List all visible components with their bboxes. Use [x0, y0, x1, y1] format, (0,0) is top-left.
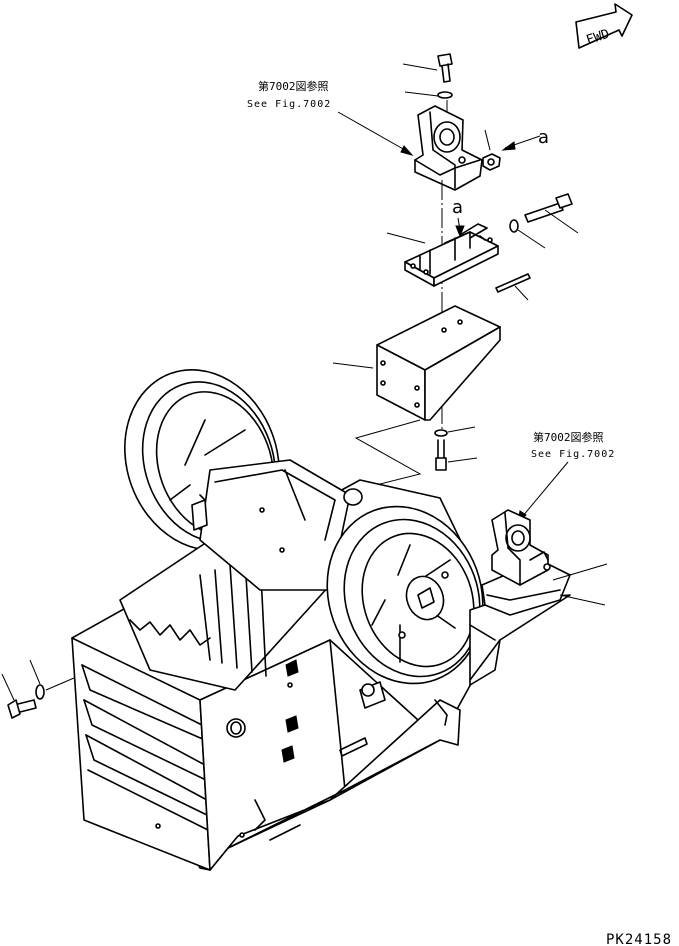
- reference-right-leader: [517, 461, 569, 525]
- crusher-body: [71, 369, 571, 871]
- side-washer: [509, 219, 546, 249]
- reference-top-leader: [337, 111, 414, 156]
- support-bracket: [332, 305, 501, 421]
- lower-callout-arrow: [455, 217, 465, 238]
- lower-washer: [434, 426, 476, 437]
- shim: [495, 273, 531, 301]
- nut: [482, 129, 541, 171]
- adjuster-plate: [386, 223, 499, 287]
- top-bolt: [402, 53, 453, 83]
- side-bolt: [524, 193, 579, 234]
- top-washer: [404, 91, 453, 99]
- fwd-arrow-icon: FWD: [575, 3, 633, 49]
- callout-a-lower: a: [452, 197, 463, 218]
- part-number: PK24158: [606, 932, 672, 946]
- left-washer: [29, 659, 45, 700]
- bearing-block-top: [414, 105, 483, 191]
- left-bolt: [1, 673, 37, 719]
- bearing-block-right: [491, 509, 551, 586]
- reference-right-en: See Fig.7002: [531, 449, 615, 460]
- reference-top-jp: 第7002図参照: [258, 79, 329, 93]
- lower-bolt: [435, 439, 478, 471]
- reference-top-en: See Fig.7002: [247, 99, 331, 110]
- callout-a-upper: a: [538, 127, 549, 148]
- reference-right-jp: 第7002図参照: [533, 430, 604, 444]
- fwd-label: FWD: [584, 27, 611, 49]
